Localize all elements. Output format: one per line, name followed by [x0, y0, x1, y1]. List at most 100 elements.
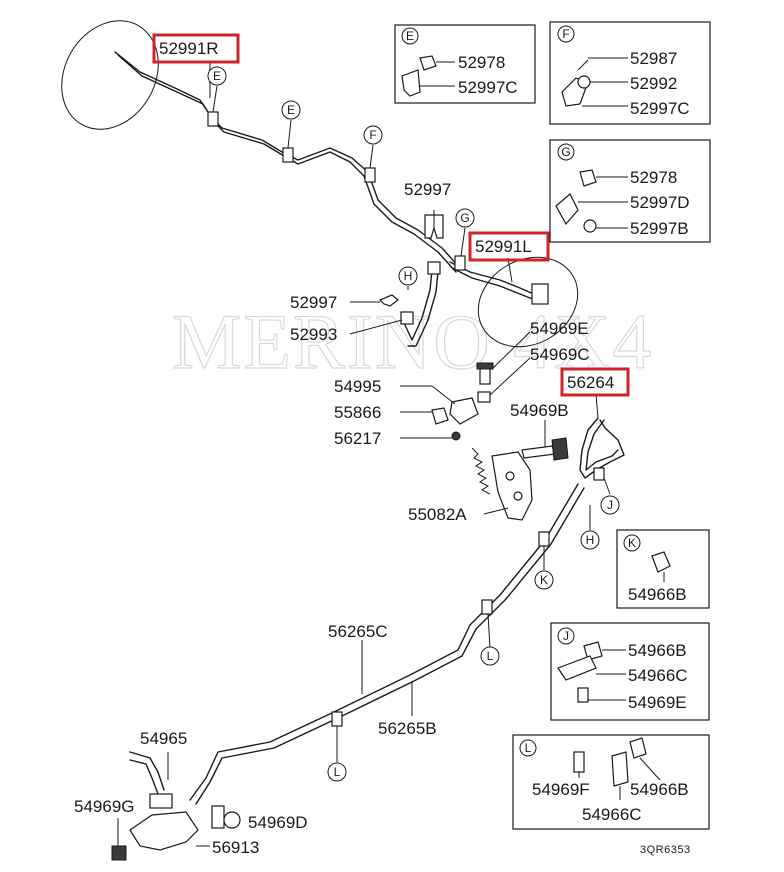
clip-l-2: [331, 711, 343, 727]
spring: [471, 447, 491, 495]
part-54966b-l: [629, 737, 647, 759]
label-54965: 54965: [140, 729, 187, 748]
svg-text:G: G: [561, 145, 570, 159]
detail-g-part-1: 52978: [630, 168, 677, 187]
detail-j-part-1: 54966B: [628, 641, 687, 660]
callout-l-2: L: [327, 762, 347, 782]
label-54969g: 54969G: [74, 797, 135, 816]
valve-55082a: [491, 451, 533, 521]
highlight-56264: [560, 367, 630, 397]
bolt-54969e-head: [476, 362, 494, 370]
detail-box-g: G 52978 52997D 52997B: [549, 139, 711, 243]
callout-k: K: [534, 570, 554, 590]
clip-e-2: [282, 147, 294, 163]
detail-l-part-1: 54969F: [532, 780, 590, 799]
part-52978-e: [419, 55, 437, 71]
leader-52993: [349, 319, 403, 335]
label-52991l: 52991L: [475, 237, 532, 256]
highlight-52991l: [468, 231, 550, 262]
svg-text:L: L: [487, 649, 494, 663]
callout-l-1: L: [480, 646, 500, 666]
detail-l-part-2: 54966B: [630, 780, 689, 799]
detail-f-part-1: 52987: [630, 49, 677, 68]
leader-g: [460, 227, 466, 257]
callout-e-2: E: [281, 100, 301, 120]
brake-pipe-52991l-2: [451, 267, 541, 303]
hose-54965: [129, 751, 165, 791]
detail-box-l: L 54969F 54966B 54966C: [512, 734, 710, 830]
leader-e1: [212, 85, 218, 113]
brake-pipe-56265c: [189, 483, 579, 801]
bolt-54969c: [477, 391, 491, 403]
clip-52997-h: [378, 294, 399, 307]
detail-box-k: K 54966B: [616, 529, 710, 609]
brake-hose-52993-2: [407, 271, 439, 347]
brake-hose-52993: [404, 269, 433, 341]
callout-j: J: [600, 495, 620, 515]
label-56913: 56913: [212, 838, 259, 857]
leader-54969e: [492, 331, 531, 369]
label-56265b: 56265B: [378, 719, 437, 738]
label-52997-h: 52997: [290, 293, 337, 312]
part-52997b-g: [583, 219, 597, 233]
brake-pipe-56265b: [195, 487, 585, 805]
svg-text:L: L: [525, 741, 532, 755]
svg-text:J: J: [607, 498, 613, 512]
clip-g: [454, 255, 466, 271]
valve-port-1: [505, 471, 515, 481]
svg-text:E: E: [213, 69, 221, 83]
bolt-54969b-head: [551, 437, 569, 461]
leader-54995-b: [431, 385, 456, 405]
leader-52991l: [507, 257, 513, 283]
detail-box-f: F 52987 52992 52997C: [549, 21, 711, 125]
highlight-52991r: [152, 33, 240, 64]
svg-text:K: K: [540, 573, 548, 587]
callout-g: G: [455, 208, 475, 228]
hose-fitting-top: [427, 261, 441, 275]
part-52997d-g: [555, 193, 579, 226]
detail-e-part-2: 52997C: [458, 78, 518, 97]
detail-f-part-2: 52992: [630, 74, 677, 93]
label-52993: 52993: [290, 325, 337, 344]
label-54969e: 54969E: [530, 319, 589, 338]
pipe-end-bracket: [531, 283, 549, 305]
drawing-code: 3QR6353: [640, 844, 691, 856]
bolt-54969g: [111, 845, 127, 861]
brake-pipe-52991r-2: [117, 54, 457, 273]
part-54966c-j: [557, 655, 597, 681]
svg-text:F: F: [562, 27, 569, 41]
callout-e-1: E: [207, 66, 227, 86]
part-55866: [431, 407, 449, 425]
junction-block: [149, 793, 173, 809]
svg-text:G: G: [460, 211, 469, 225]
clip-l-1: [481, 599, 493, 615]
leader-55082a: [483, 507, 509, 515]
detail-box-e: E 52978 52997C: [394, 24, 536, 104]
clip-j: [593, 467, 605, 481]
svg-text:E: E: [287, 103, 295, 117]
label-55866: 55866: [334, 403, 381, 422]
part-54966c-l: [611, 751, 629, 787]
detail-box-j: J 54966B 54966C 54969E: [550, 622, 710, 721]
part-54966b-k: [651, 551, 671, 573]
watermark: MERINO 4X4: [172, 298, 654, 385]
bracket-54995: [449, 397, 479, 425]
label-52991r: 52991R: [159, 39, 219, 58]
svg-text:L: L: [334, 765, 341, 779]
detail-e-part-1: 52978: [458, 53, 505, 72]
detail-j-part-2: 54966C: [628, 666, 688, 685]
bolt-54969e: [479, 367, 491, 385]
svg-text:E: E: [406, 29, 414, 43]
valve-port-2: [513, 491, 523, 501]
clip-e-1: [207, 111, 219, 127]
callout-h-1: H: [398, 266, 418, 286]
part-54969e-j: [577, 687, 589, 703]
label-52997: 52997: [404, 180, 451, 199]
part-52992-f: [577, 75, 591, 89]
zone-ellipse-left: [477, 256, 579, 348]
bolt-54969d-head: [223, 811, 241, 829]
brake-pipe-52991r: [114, 51, 461, 269]
detail-g-part-2: 52997D: [630, 193, 690, 212]
clip-f: [364, 167, 376, 183]
